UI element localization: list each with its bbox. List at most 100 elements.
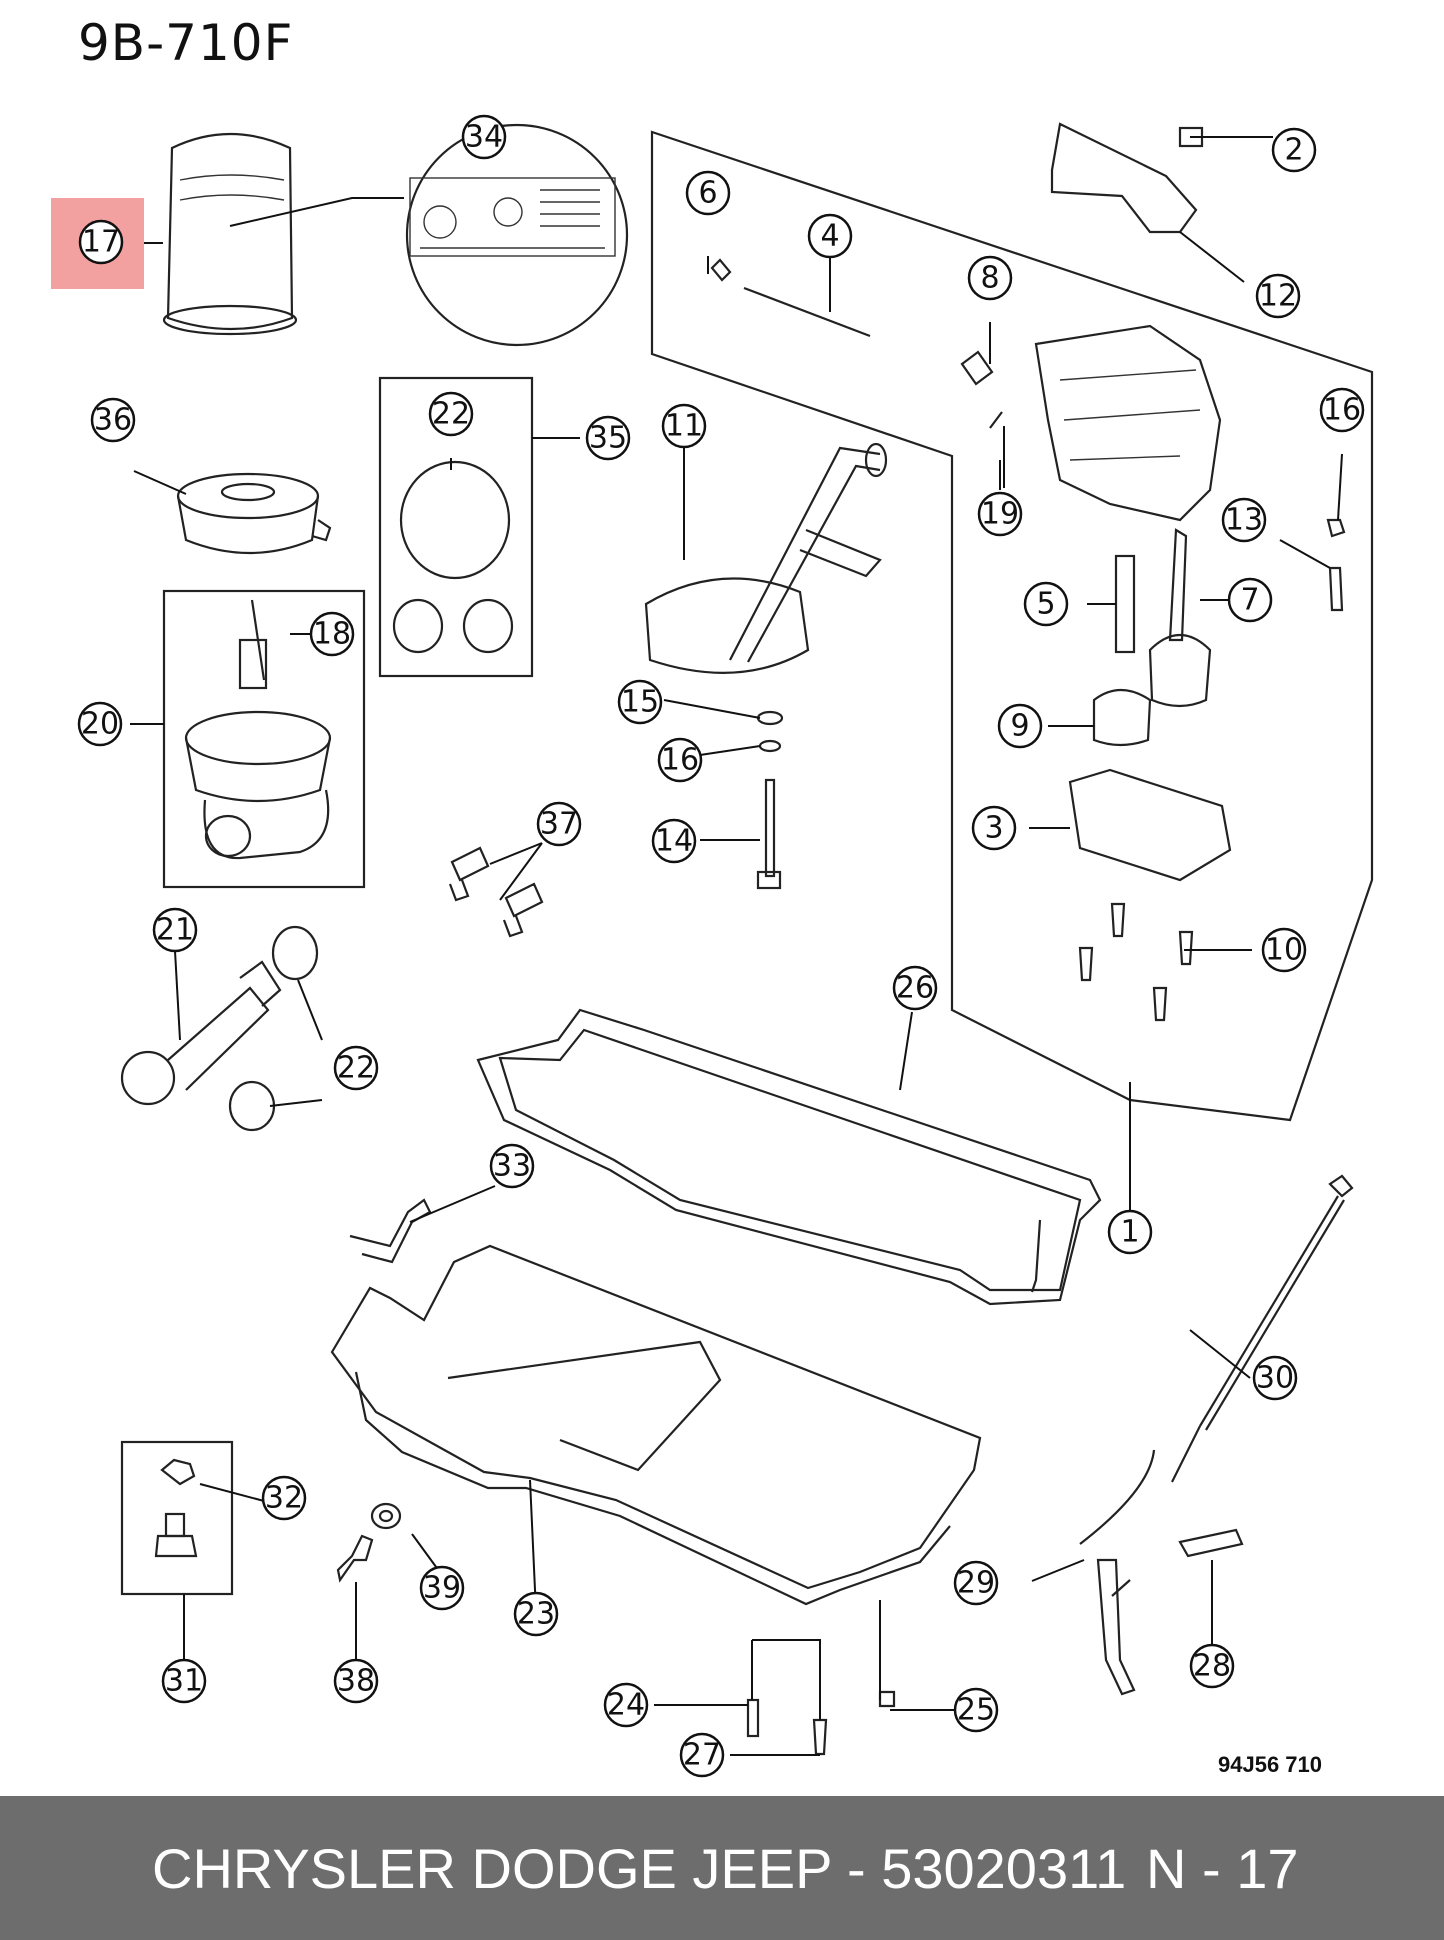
svg-text:16: 16 (661, 743, 699, 778)
svg-text:7: 7 (1240, 583, 1259, 618)
filter-adapter (176, 472, 332, 555)
callout-18: 18 (309, 611, 355, 657)
callout-24: 24 (603, 1682, 649, 1728)
svg-text:20: 20 (81, 707, 119, 742)
callout-30: 30 (1252, 1355, 1298, 1401)
adapter-assembly (184, 599, 332, 860)
svg-text:32: 32 (265, 1481, 303, 1516)
callout-19: 19 (977, 491, 1023, 537)
washers-and-bolt (756, 710, 784, 890)
callout-36: 36 (90, 397, 136, 443)
svg-text:8: 8 (980, 261, 999, 296)
svg-text:29: 29 (957, 1566, 995, 1601)
drain-plug-box (120, 1440, 234, 1596)
callout-35: 35 (585, 415, 631, 461)
svg-text:23: 23 (517, 1597, 555, 1632)
callout-27: 27 (679, 1732, 725, 1778)
callout-16: 16 (1319, 387, 1365, 433)
svg-text:35: 35 (589, 421, 627, 456)
svg-text:26: 26 (896, 971, 934, 1006)
callout-20: 20 (77, 701, 123, 747)
svg-text:3: 3 (984, 811, 1003, 846)
svg-text:6: 6 (698, 176, 717, 211)
svg-text:21: 21 (156, 913, 194, 948)
callout-33: 33 (489, 1143, 535, 1189)
svg-text:2: 2 (1284, 133, 1303, 168)
exploded-parts-diagram: 1 2 3 4 5 6 7 8 9 10 11 12 13 14 15 16 1… (51, 114, 1374, 1778)
callout-39: 39 (419, 1565, 465, 1611)
svg-text:5: 5 (1036, 587, 1055, 622)
callout-1: 1 (1107, 1209, 1153, 1255)
cooler-adapter (120, 925, 319, 1132)
breather (1178, 1528, 1244, 1558)
bracket (349, 1198, 432, 1264)
svg-text:27: 27 (683, 1738, 721, 1773)
callout-11: 11 (661, 403, 707, 449)
footer-bar: CHRYSLER DODGE JEEP - 53020311 N - 17 (0, 1796, 1444, 1940)
svg-text:9: 9 (1010, 709, 1029, 744)
footer-page-number: N - 17 (1146, 1837, 1299, 1900)
callout-13: 13 (1221, 497, 1267, 543)
oil-pickup (644, 442, 888, 674)
plugs (448, 846, 544, 938)
callout-15: 15 (617, 679, 663, 725)
callout-23: 23 (513, 1591, 559, 1637)
callout-6: 6 (685, 170, 731, 216)
callout-25: 25 (953, 1687, 999, 1733)
svg-text:34: 34 (465, 120, 503, 155)
filter-label-detail (405, 123, 629, 347)
adapter-box (162, 589, 366, 889)
callout-22: 22 (333, 1045, 379, 1091)
oil-pan-gasket (476, 1008, 1102, 1306)
callout-17: 17 (78, 219, 124, 265)
callout-2: 2 (1271, 127, 1317, 173)
svg-text:10: 10 (1265, 933, 1303, 968)
svg-text:25: 25 (957, 1693, 995, 1728)
pump-cover-bolts (1078, 902, 1194, 1022)
callout-26: 26 (892, 965, 938, 1011)
svg-text:22: 22 (432, 397, 470, 432)
callout-28: 28 (1189, 1643, 1235, 1689)
svg-text:22: 22 (337, 1051, 375, 1086)
svg-text:28: 28 (1193, 1649, 1231, 1684)
dipstick-tube (1079, 1449, 1156, 1696)
drawing-reference: 94J56 710 (1218, 1752, 1322, 1777)
callout-34: 34 (461, 114, 507, 160)
svg-text:1: 1 (1120, 1215, 1139, 1250)
svg-text:17: 17 (82, 225, 120, 260)
oil-pan (330, 1219, 1042, 1606)
svg-text:11: 11 (665, 409, 703, 444)
pan-bolt-and-washer (336, 1502, 402, 1583)
callout-37: 37 (536, 801, 582, 847)
dipstick (1171, 1174, 1354, 1483)
callout-29: 29 (953, 1560, 999, 1606)
svg-text:18: 18 (313, 617, 351, 652)
svg-text:33: 33 (493, 1149, 531, 1184)
svg-text:16: 16 (1323, 393, 1361, 428)
svg-text:24: 24 (607, 1688, 645, 1723)
callout-32: 32 (261, 1475, 307, 1521)
callout-5: 5 (1023, 581, 1069, 627)
svg-text:15: 15 (621, 685, 659, 720)
svg-text:30: 30 (1256, 1361, 1294, 1396)
drain-plug (154, 1458, 198, 1558)
callout-22: 22 (428, 391, 474, 437)
footer-brand-part-number: CHRYSLER DODGE JEEP - 53020311 (152, 1837, 1127, 1900)
callout-14: 14 (651, 818, 697, 864)
svg-text:39: 39 (423, 1571, 461, 1606)
svg-text:13: 13 (1225, 503, 1263, 538)
svg-text:31: 31 (165, 1664, 203, 1699)
svg-text:36: 36 (94, 403, 132, 438)
callout-9: 9 (997, 703, 1043, 749)
callout-3: 3 (971, 805, 1017, 851)
svg-text:37: 37 (540, 807, 578, 842)
svg-text:14: 14 (655, 824, 693, 859)
oil-pump-body (710, 122, 1346, 882)
callout-16: 16 (657, 737, 703, 783)
callout-21: 21 (152, 907, 198, 953)
callout-12: 12 (1255, 273, 1301, 319)
callout-38: 38 (333, 1658, 379, 1704)
svg-text:12: 12 (1259, 279, 1297, 314)
leader-lines (130, 136, 1343, 1756)
diagram-code: 9B-710F (78, 14, 294, 72)
